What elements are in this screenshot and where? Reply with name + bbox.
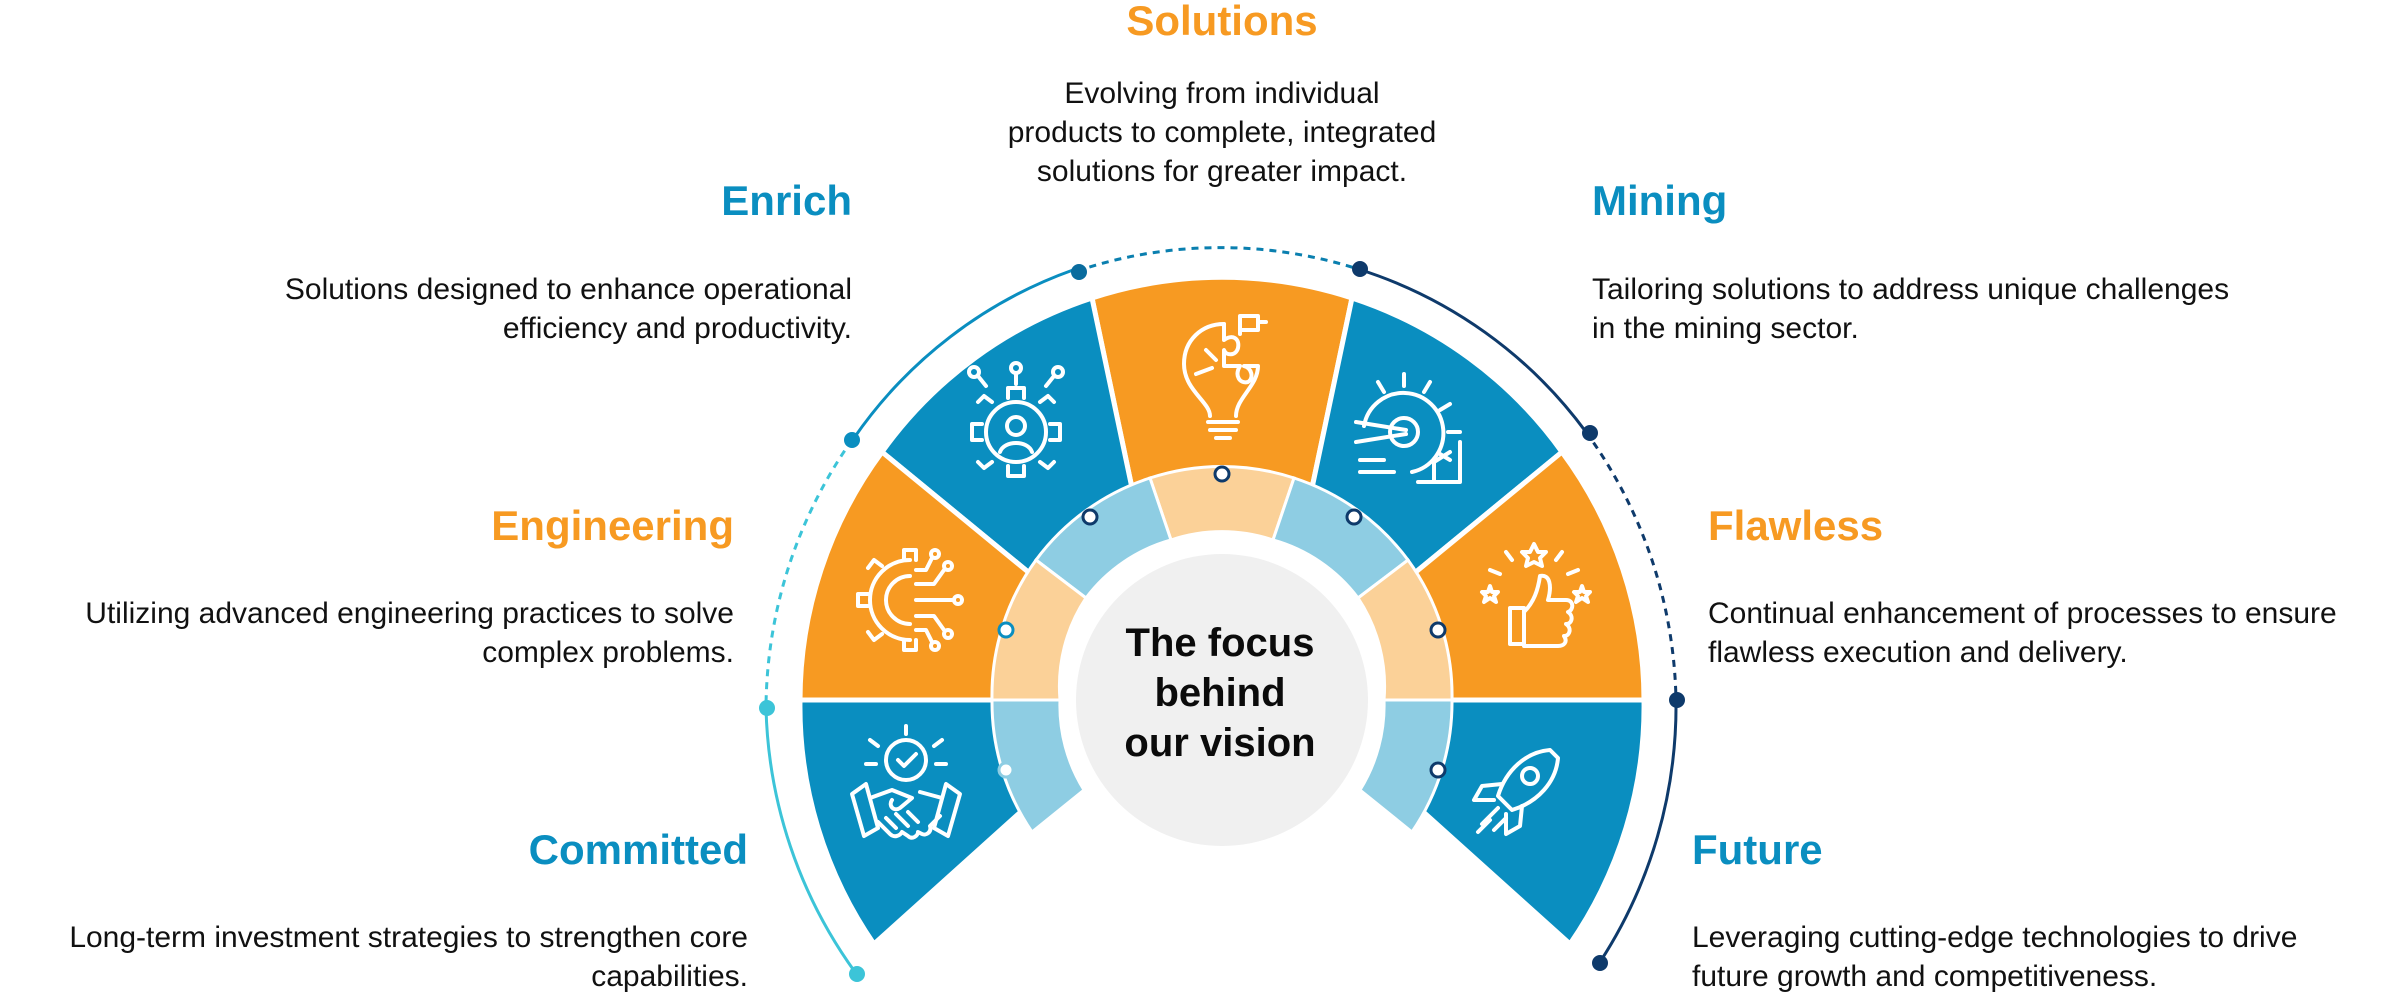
ring-dot <box>997 621 1015 639</box>
desc-line: capabilities. <box>591 960 748 993</box>
outer-arc-solutions <box>1076 246 1359 273</box>
heading-solutions: Solutions <box>1126 0 1318 44</box>
arc-dot <box>1071 264 1087 280</box>
desc-line: Solutions designed to enhance operationa… <box>284 273 852 306</box>
heading-mining: Mining <box>1592 177 1728 224</box>
arc-dot <box>1669 692 1685 708</box>
center-title-line: behind <box>1154 671 1286 715</box>
gear-person-icon <box>967 361 1065 478</box>
heading-enrich: Enrich <box>721 177 852 224</box>
arc-dot <box>1582 425 1598 441</box>
desc-line: future growth and competitiveness. <box>1692 960 2158 993</box>
handshake-check-icon <box>850 724 962 840</box>
ring-future <box>1358 698 1454 835</box>
desc-future: Leveraging cutting-edge technologies to … <box>1692 918 2392 996</box>
ring-dot <box>1081 508 1099 526</box>
arc-dot <box>759 700 775 716</box>
desc-line: Long-term investment strategies to stren… <box>69 921 748 954</box>
desc-line: Evolving from individual <box>1064 77 1380 110</box>
ring-dot <box>997 761 1015 779</box>
desc-committed: Long-term investment strategies to stren… <box>2 918 748 996</box>
arc-dot <box>849 966 865 982</box>
ring-dot <box>1429 761 1447 779</box>
outer-arc-enrich <box>852 268 1074 439</box>
ring-dot <box>1429 621 1447 639</box>
desc-line: complex problems. <box>482 636 734 669</box>
heading-committed: Committed <box>528 826 748 873</box>
arc-dot <box>844 432 860 448</box>
desc-line: Leveraging cutting-edge technologies to … <box>1692 921 2298 954</box>
lightbulb-puzzle-icon <box>1182 314 1268 440</box>
desc-line: in the mining sector. <box>1592 312 1859 345</box>
outer-arc-flawless <box>1584 431 1678 701</box>
rocket-icon <box>1472 748 1560 836</box>
mining-excavator-icon <box>1354 372 1462 484</box>
outer-arc-engineering <box>764 439 854 709</box>
ring-dot <box>1345 508 1363 526</box>
thumbs-up-stars-icon <box>1480 542 1592 648</box>
outer-arc-mining <box>1357 267 1588 433</box>
desc-line: flawless execution and delivery. <box>1708 636 2128 669</box>
outer-arc-future <box>1598 699 1678 963</box>
desc-solutions: Evolving from individual products to com… <box>900 74 1544 191</box>
arc-dot <box>1352 261 1368 277</box>
center-title-line: The focus <box>1125 621 1315 665</box>
desc-engineering: Utilizing advanced engineering practices… <box>14 594 734 672</box>
desc-flawless: Continual enhancement of processes to en… <box>1708 594 2398 672</box>
desc-line: Utilizing advanced engineering practices… <box>85 597 734 630</box>
heading-future: Future <box>1692 826 1823 873</box>
desc-enrich: Solutions designed to enhance operationa… <box>152 270 852 348</box>
center-title: The focus behind our vision <box>1110 618 1330 768</box>
desc-line: efficiency and productivity. <box>502 312 852 345</box>
desc-mining: Tailoring solutions to address unique ch… <box>1592 270 2352 348</box>
desc-line: Tailoring solutions to address unique ch… <box>1592 273 2230 306</box>
heading-engineering: Engineering <box>491 502 734 549</box>
desc-line: Continual enhancement of processes to en… <box>1708 597 2337 630</box>
heading-flawless: Flawless <box>1708 502 1884 549</box>
desc-line: solutions for greater impact. <box>1036 155 1408 188</box>
ring-committed <box>990 698 1086 835</box>
center-title-line: our vision <box>1124 721 1316 765</box>
gear-circuit-icon <box>856 548 964 652</box>
ring-dot <box>1213 465 1231 483</box>
arc-dot <box>1592 955 1608 971</box>
desc-line: products to complete, integrated <box>1007 116 1437 149</box>
outer-arc-committed <box>764 707 857 973</box>
center-hub <box>1076 554 1368 846</box>
